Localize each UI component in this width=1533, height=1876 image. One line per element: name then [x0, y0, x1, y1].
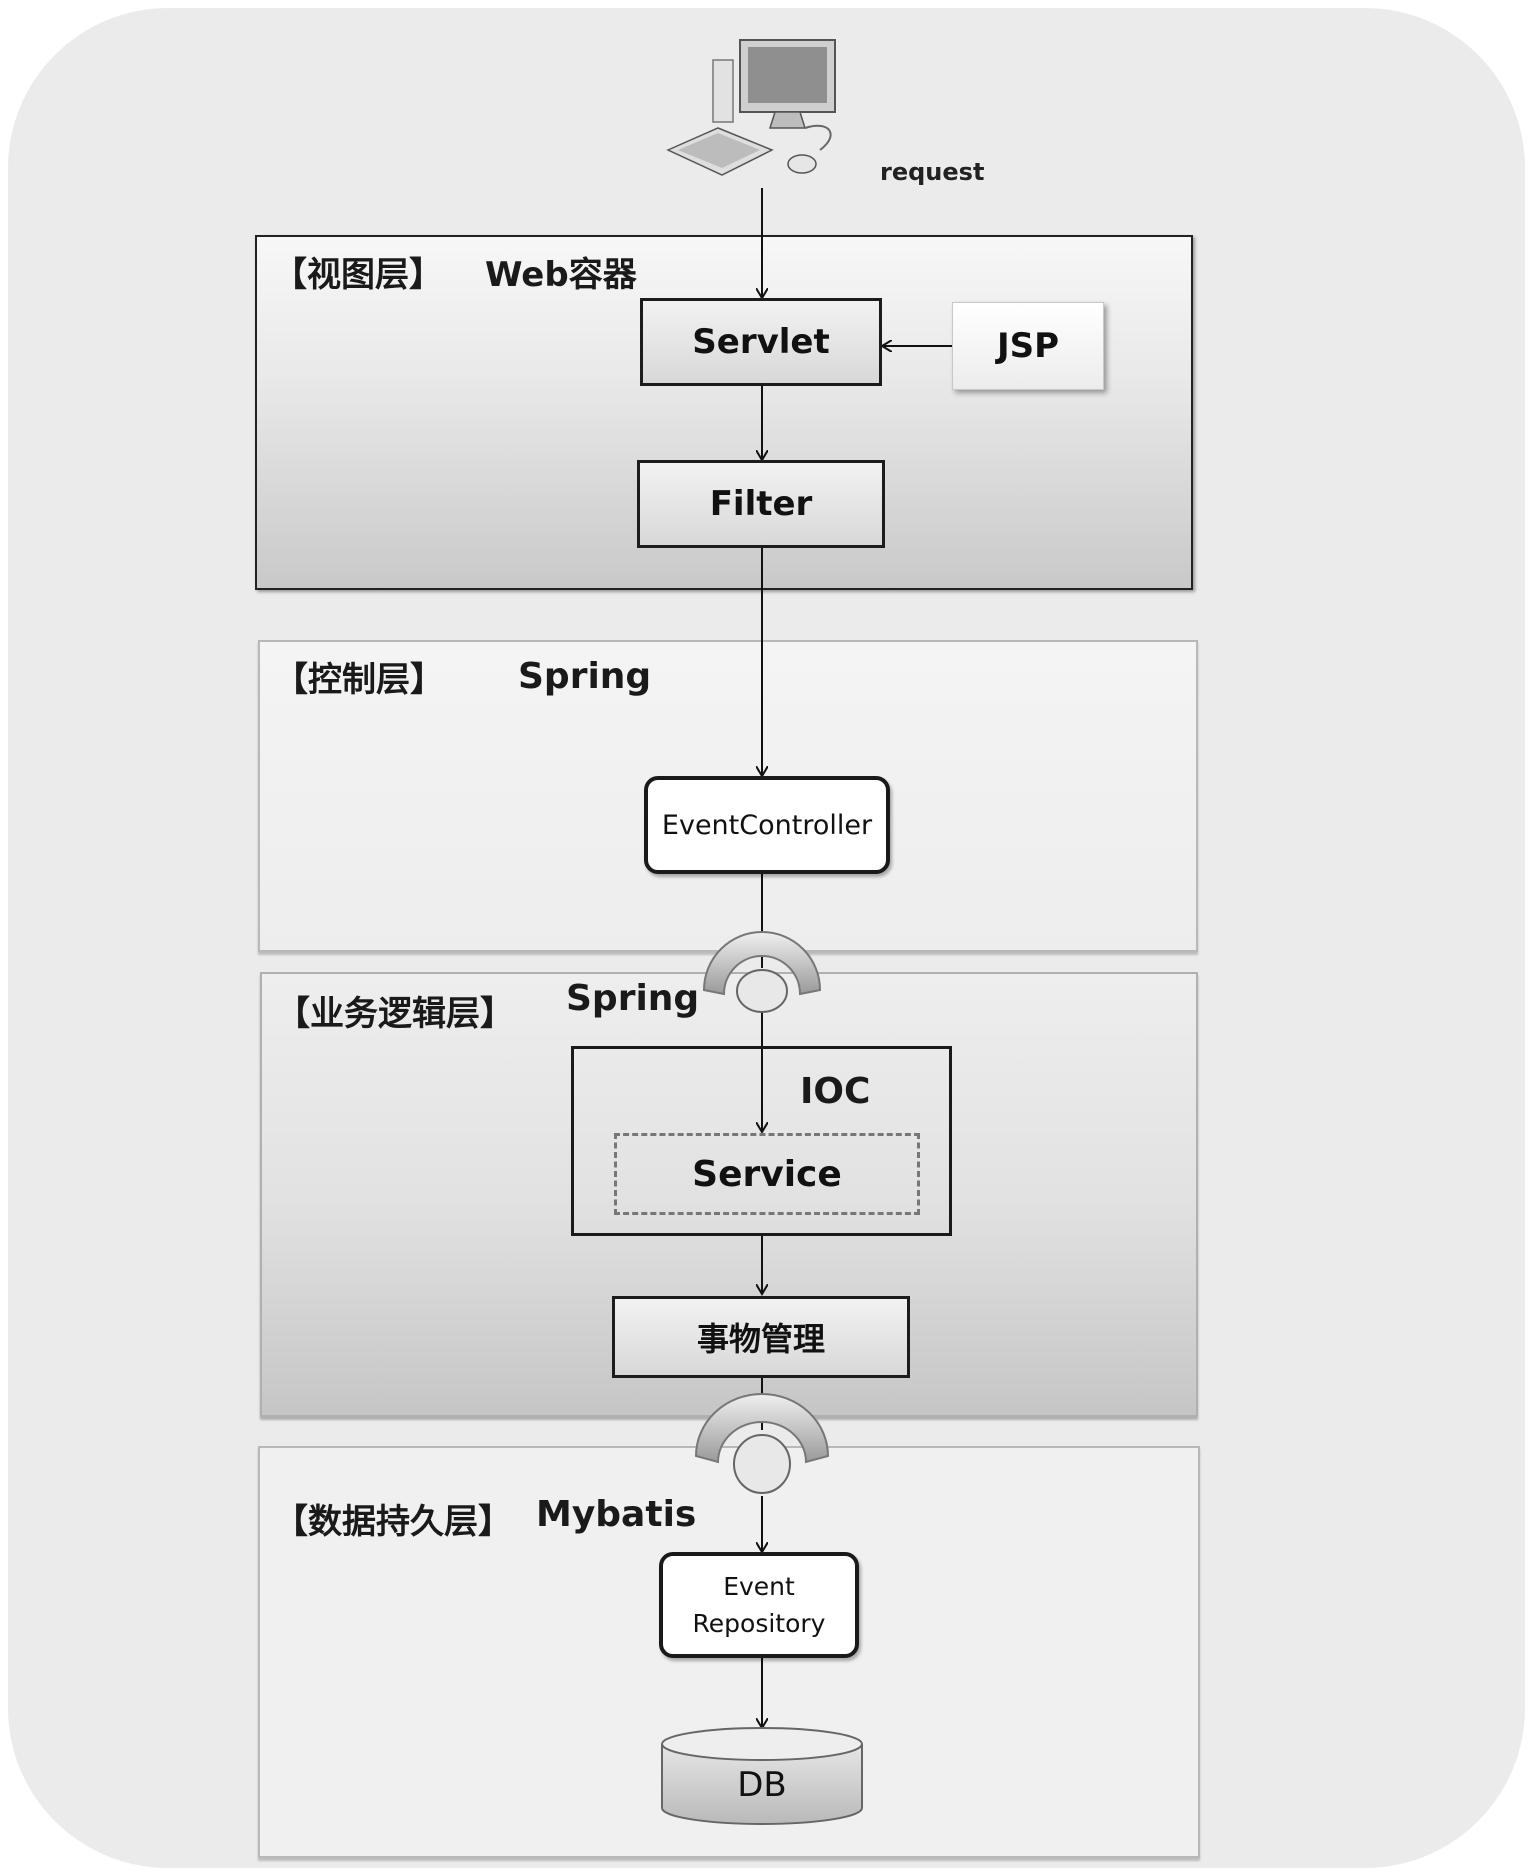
request-label: request: [880, 158, 985, 186]
view-layer: 【视图层】 Web容器: [255, 235, 1193, 590]
filter-label: Filter: [709, 484, 813, 524]
view-layer-tech: Web容器: [485, 255, 637, 295]
interface-connector-1: [702, 931, 822, 1013]
servlet-box: Servlet: [640, 298, 882, 386]
control-layer-tech: Spring: [518, 656, 652, 697]
event-controller-box: EventController: [644, 776, 890, 874]
view-layer-name: 【视图层】: [273, 255, 443, 295]
event-repository-line2: Repository: [692, 1609, 826, 1638]
event-repository-line1: Event: [723, 1572, 795, 1601]
service-box: Service: [614, 1133, 920, 1215]
service-label: Service: [692, 1153, 842, 1195]
event-controller-label: EventController: [661, 809, 873, 841]
business-layer-name: 【业务逻辑层】: [276, 994, 514, 1034]
event-repository-box: Event Repository: [659, 1552, 859, 1658]
control-layer-name: 【控制层】: [274, 660, 444, 700]
database-icon: [661, 1727, 863, 1825]
business-layer-tech: Spring: [566, 978, 700, 1019]
interface-connector-2: [694, 1393, 830, 1494]
transaction-label: 事物管理: [696, 1320, 825, 1358]
ioc-label: IOC: [800, 1071, 871, 1112]
db-label-wrap: DB: [662, 1762, 862, 1808]
transaction-box: 事物管理: [612, 1296, 910, 1378]
computer-icon: [666, 39, 836, 176]
ioc-container: IOC Service: [571, 1046, 952, 1236]
jsp-label: JSP: [996, 326, 1060, 366]
data-layer-tech: Mybatis: [536, 1494, 697, 1535]
db-label: DB: [737, 1765, 787, 1805]
filter-box: Filter: [637, 460, 885, 548]
servlet-label: Servlet: [692, 322, 830, 362]
jsp-box: JSP: [952, 302, 1104, 390]
data-layer-name: 【数据持久层】: [274, 1502, 512, 1542]
